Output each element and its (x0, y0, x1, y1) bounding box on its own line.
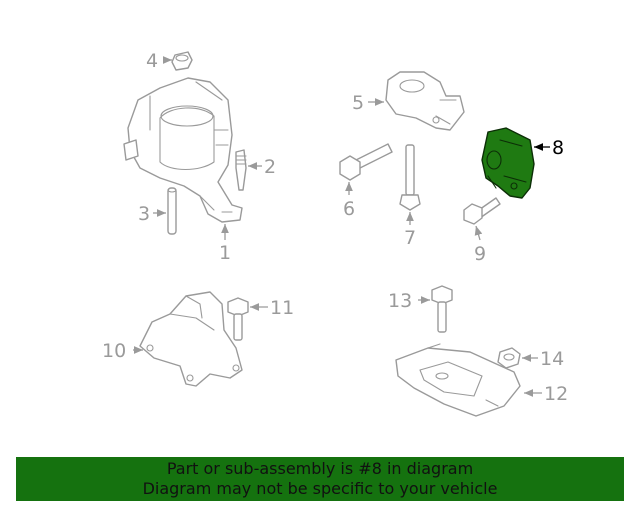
callout-13[interactable]: 13 (388, 290, 412, 312)
part-11-bolt[interactable] (227, 297, 249, 341)
callout-12[interactable]: 12 (544, 383, 568, 405)
callout-8[interactable]: 8 (552, 137, 564, 159)
callout-4[interactable]: 4 (146, 50, 158, 72)
callout-9[interactable]: 9 (474, 243, 486, 265)
part-7-long-bolt[interactable] (399, 144, 421, 211)
part-12-plate[interactable] (395, 343, 521, 417)
part-14-nut[interactable] (497, 347, 521, 369)
info-banner: Part or sub-assembly is #8 in diagram Di… (16, 457, 624, 501)
part-4-nut[interactable] (171, 51, 193, 71)
part-2-stud[interactable] (235, 149, 247, 191)
part-6-bolt[interactable] (339, 143, 393, 181)
callout-7[interactable]: 7 (404, 227, 416, 249)
callout-2[interactable]: 2 (264, 156, 276, 178)
part-9-bolt[interactable] (463, 197, 501, 225)
parts-diagram: 4 2 3 1 5 6 7 8 9 10 11 12 13 14 (102, 50, 568, 417)
banner-line-1: Part or sub-assembly is #8 in diagram (166, 459, 474, 478)
callout-14[interactable]: 14 (540, 348, 564, 370)
callout-5[interactable]: 5 (352, 92, 364, 114)
part-1-engine-mount[interactable] (123, 77, 243, 223)
callout-3[interactable]: 3 (138, 203, 150, 225)
leader-lines (133, 56, 550, 397)
callout-11[interactable]: 11 (270, 297, 294, 319)
callout-1[interactable]: 1 (219, 242, 231, 264)
part-5-bracket[interactable] (385, 71, 465, 131)
part-3-rod[interactable] (167, 187, 177, 235)
callout-6[interactable]: 6 (343, 198, 355, 220)
banner-line-2: Diagram may not be specific to your vehi… (142, 479, 498, 498)
callout-10[interactable]: 10 (102, 340, 126, 362)
part-8-highlighted-mount[interactable] (481, 127, 535, 199)
part-10-bracket[interactable] (139, 291, 243, 387)
part-13-bolt[interactable] (431, 285, 453, 333)
